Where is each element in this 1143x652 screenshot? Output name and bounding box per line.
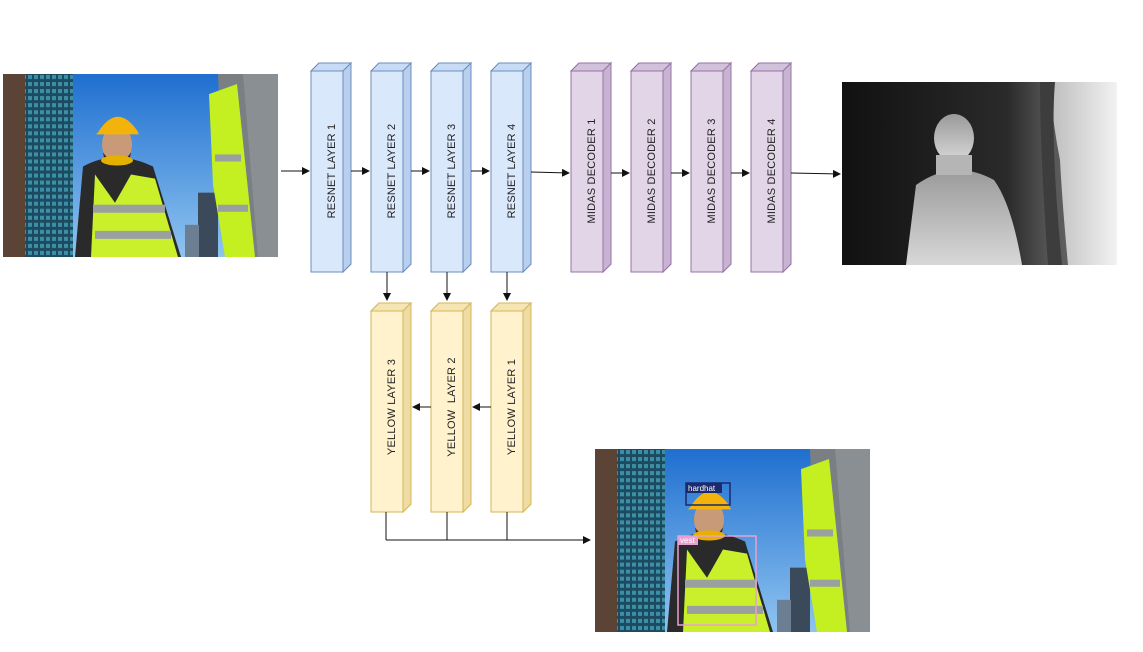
vest-detection-box (677, 535, 757, 626)
resnet-layer-3: RESNET LAYER 3 (429, 61, 473, 274)
midas-decoder-1: MIDAS DECODER 1 (569, 61, 613, 274)
input-image (3, 74, 278, 257)
depth-map-image (842, 82, 1117, 265)
midas-decoder-3-label: MIDAS DECODER 3 (706, 118, 718, 223)
midas-decoder-1-label: MIDAS DECODER 1 (586, 118, 598, 223)
midas-decoder-4: MIDAS DECODER 4 (749, 61, 793, 274)
resnet-layer-2-label: RESNET LAYER 2 (386, 124, 398, 219)
midas-decoder-3: MIDAS DECODER 3 (689, 61, 733, 274)
yellow-layer-3-label: YELLOW LAYER 3 (386, 359, 398, 455)
vest-detection-label: vest (680, 536, 695, 545)
yellow-layer-1-label: YELLOW LAYER 1 (506, 359, 518, 455)
yellow-layer-2: YELLOW LAYER 2 (429, 301, 473, 514)
resnet-layer-1: RESNET LAYER 1 (309, 61, 353, 274)
resnet-layer-4: RESNET LAYER 4 (489, 61, 533, 274)
resnet-layer-3-label: RESNET LAYER 3 (446, 124, 458, 219)
yellow-layer-2-label: YELLOW LAYER 2 (446, 357, 458, 456)
midas-decoder-4-label: MIDAS DECODER 4 (766, 118, 778, 223)
connector-arrows (281, 167, 841, 544)
resnet-layer-1-label: RESNET LAYER 1 (326, 124, 338, 219)
midas-decoder-2: MIDAS DECODER 2 (629, 61, 673, 274)
midas-decoder-2-label: MIDAS DECODER 2 (646, 118, 658, 223)
yellow-layer-1: YELLOW LAYER 1 (489, 301, 533, 514)
output-detection-image: hardhat vest (595, 449, 870, 632)
resnet-layer-4-label: RESNET LAYER 4 (506, 124, 518, 219)
resnet-layer-2: RESNET LAYER 2 (369, 61, 413, 274)
yellow-layer-3: YELLOW LAYER 3 (369, 301, 413, 514)
hardhat-detection-label: hardhat (688, 484, 716, 493)
